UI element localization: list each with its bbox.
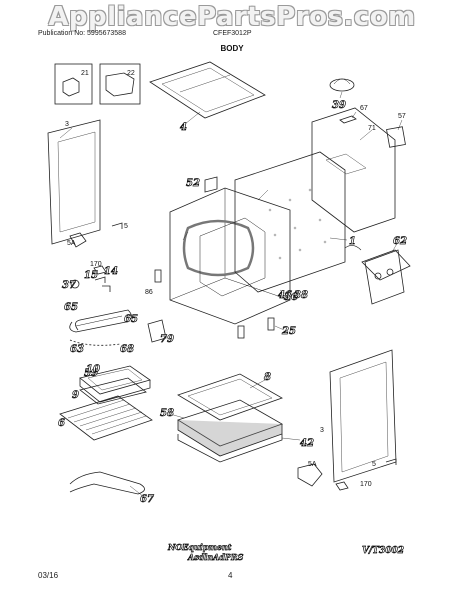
callout-42: 42	[300, 438, 314, 449]
wire-68	[69, 339, 121, 346]
publication-number: Publication No: 5995673588	[38, 30, 126, 37]
callout-52: 52	[186, 178, 200, 189]
bracket-57	[386, 126, 406, 148]
callout-15: 15	[84, 270, 98, 281]
screw-5-left	[111, 222, 123, 229]
element-39	[329, 78, 355, 92]
callout-79: 79	[160, 334, 174, 345]
broil-element-67	[69, 471, 145, 495]
callout-67-top: 67	[360, 105, 368, 112]
callout-5A-left: 5A	[67, 240, 76, 247]
callout-63: 63	[70, 344, 84, 355]
callout-5A-right: 5A	[308, 461, 317, 468]
callout-37: 37	[62, 280, 76, 291]
callout-170-left: 170	[90, 261, 102, 268]
callout-10: 10	[86, 364, 100, 375]
bake-element-65	[69, 309, 132, 333]
leveler-170-right	[335, 481, 349, 491]
callout-5-right: 5	[372, 461, 376, 468]
callout-22: 22	[127, 70, 135, 77]
stamp-code-1: NOEquipment	[167, 542, 232, 552]
callout-67-bottom: 67	[140, 494, 154, 505]
callout-65-b: 65	[124, 314, 138, 325]
stamp-code-2: AsdlnAdPRS	[187, 552, 244, 562]
oven-body-frame	[169, 187, 291, 325]
oven-insulation	[182, 219, 255, 277]
drawer-liner-8	[177, 373, 283, 421]
screw-14	[102, 285, 111, 292]
leveler-52	[204, 176, 218, 193]
stamp-codes: NOEquipment AsdlnAdPRS V/T3002	[167, 542, 405, 563]
model-number: CFEF3012P	[213, 30, 252, 37]
callout-68: 68	[120, 344, 134, 355]
bracket-22-icon	[105, 72, 135, 97]
footer-date: 03/16	[38, 571, 59, 580]
callout-21: 21	[81, 70, 89, 77]
top-panel-4	[149, 61, 266, 119]
callout-62: 62	[393, 236, 407, 247]
site-watermark: AppliancePartsPros.com	[48, 2, 416, 32]
callout-38: 38	[294, 290, 308, 301]
callout-57: 57	[398, 113, 406, 120]
clip-67	[339, 115, 357, 124]
side-panel-3-left	[47, 119, 101, 245]
callout-36: 36	[284, 292, 298, 303]
back-panel-71	[311, 107, 396, 233]
terminal-block-62	[361, 249, 411, 281]
footer-page-number: 4	[228, 571, 233, 580]
callout-170-right: 170	[360, 481, 372, 488]
hinge-79	[147, 319, 167, 343]
callout-5-left: 5	[124, 223, 128, 230]
callout-1: 1	[349, 236, 356, 247]
part-callouts: 21 22 4 39 67 71 57 3 5 5A 170 52 1 62 3…	[58, 70, 408, 505]
callout-9: 9	[72, 390, 79, 401]
callout-8: 8	[264, 372, 271, 383]
rear-panel-1	[234, 151, 346, 293]
bracket-21-icon	[62, 77, 80, 97]
leg-5A-right	[297, 463, 323, 487]
callout-71: 71	[368, 125, 376, 132]
callout-58: 58	[160, 408, 174, 419]
callout-65-a: 65	[64, 302, 78, 313]
callout-86-upper: 86	[145, 289, 153, 296]
callout-25: 25	[281, 326, 296, 337]
stamp-code-3: V/T3002	[362, 546, 404, 556]
callout-6: 6	[58, 418, 65, 429]
clip-15	[94, 276, 106, 283]
callout-46: 46	[278, 290, 292, 301]
callout-59: 59	[84, 368, 98, 379]
part-box-22	[99, 63, 141, 105]
broiler-insert-10	[79, 377, 147, 405]
leveler-170-left	[93, 265, 107, 275]
leg-5A-left	[69, 232, 87, 248]
oven-rack-6	[59, 395, 153, 441]
callout-14: 14	[104, 266, 118, 277]
callout-4: 4	[180, 122, 187, 133]
screw-5-right	[385, 458, 397, 465]
part-box-21	[54, 63, 93, 105]
terminal-block-62-box	[364, 249, 405, 305]
screw-37	[70, 279, 80, 289]
callout-3-left: 3	[65, 121, 69, 128]
callout-3-right: 3	[320, 427, 324, 434]
clip-86-upper	[154, 269, 162, 283]
clip-25	[267, 317, 275, 331]
section-title: BODY	[220, 44, 244, 53]
callout-39: 39	[332, 100, 346, 111]
clip-86-lower	[237, 325, 245, 339]
